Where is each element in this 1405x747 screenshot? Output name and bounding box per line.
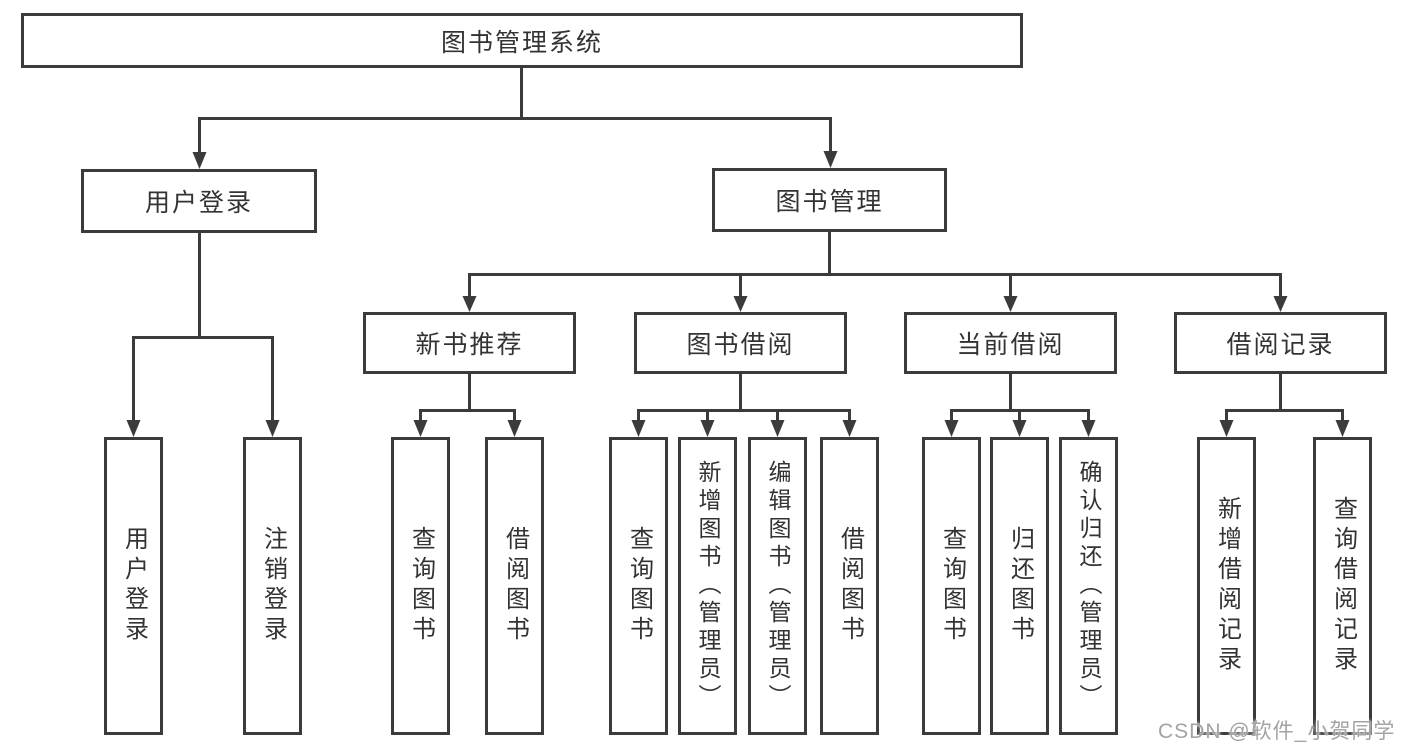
leaf-confirm-return-admin: 确认归还（管理员） bbox=[1059, 437, 1118, 735]
leaf-add-books-admin: 新增图书（管理员） bbox=[678, 437, 737, 735]
leaf-label: 编辑图书（管理员） bbox=[765, 460, 791, 712]
connector-book-borrow-children bbox=[631, 374, 857, 437]
connector-book-management-to-level2 bbox=[462, 232, 1288, 312]
node-new-book-recommend-label: 新书推荐 bbox=[415, 331, 524, 359]
csdn-watermark: CSDN @软件_小贺同学 bbox=[1158, 720, 1396, 743]
leaf-label: 新增借阅记录 bbox=[1213, 496, 1241, 676]
node-root-label: 图书管理系统 bbox=[440, 28, 603, 57]
leaf-label: 借阅图书 bbox=[501, 526, 529, 646]
node-current-borrow-label: 当前借阅 bbox=[956, 331, 1065, 359]
leaf-label: 查询图书 bbox=[938, 526, 966, 646]
leaf-borrow-books: 借阅图书 bbox=[820, 437, 879, 735]
node-new-book-recommend: 新书推荐 bbox=[363, 312, 576, 374]
leaf-edit-books-admin: 编辑图书（管理员） bbox=[748, 437, 807, 735]
leaf-label: 用户登录 bbox=[120, 526, 148, 646]
node-book-borrow: 图书借阅 bbox=[634, 312, 847, 374]
leaf-label: 查询借阅记录 bbox=[1329, 496, 1357, 676]
connector-new-book-children bbox=[413, 374, 522, 437]
connector-borrow-records-children bbox=[1219, 374, 1350, 437]
leaf-label: 注销登录 bbox=[259, 526, 287, 646]
node-book-management: 图书管理 bbox=[712, 168, 947, 232]
leaf-label: 归还图书 bbox=[1006, 526, 1034, 646]
node-user-login: 用户登录 bbox=[81, 169, 317, 233]
leaf-label: 借阅图书 bbox=[836, 526, 864, 646]
leaf-label: 新增图书（管理员） bbox=[695, 460, 721, 712]
leaf-label: 查询图书 bbox=[625, 526, 653, 646]
leaf-query-books-current: 查询图书 bbox=[922, 437, 981, 735]
node-book-borrow-label: 图书借阅 bbox=[686, 331, 795, 359]
leaf-label: 确认归还（管理员） bbox=[1076, 460, 1102, 712]
leaf-user-login: 用户登录 bbox=[104, 437, 163, 735]
node-user-login-label: 用户登录 bbox=[144, 189, 253, 217]
leaf-borrow-books-recommend: 借阅图书 bbox=[485, 437, 544, 735]
leaf-add-borrow-record: 新增借阅记录 bbox=[1197, 437, 1256, 735]
connector-current-borrow-children bbox=[944, 374, 1096, 437]
leaf-query-borrow-record: 查询借阅记录 bbox=[1313, 437, 1372, 735]
node-borrow-records-label: 借阅记录 bbox=[1226, 331, 1335, 359]
leaf-label: 查询图书 bbox=[407, 526, 435, 646]
node-current-borrow: 当前借阅 bbox=[904, 312, 1117, 374]
leaf-query-books-recommend: 查询图书 bbox=[391, 437, 450, 735]
connector-root-to-level1 bbox=[192, 68, 838, 169]
node-root: 图书管理系统 bbox=[21, 13, 1023, 68]
connector-user-login-children bbox=[126, 233, 280, 437]
node-book-management-label: 图书管理 bbox=[775, 188, 884, 216]
leaf-return-books: 归还图书 bbox=[990, 437, 1049, 735]
node-borrow-records: 借阅记录 bbox=[1174, 312, 1387, 374]
leaf-query-books-borrow: 查询图书 bbox=[609, 437, 668, 735]
leaf-logout: 注销登录 bbox=[243, 437, 302, 735]
